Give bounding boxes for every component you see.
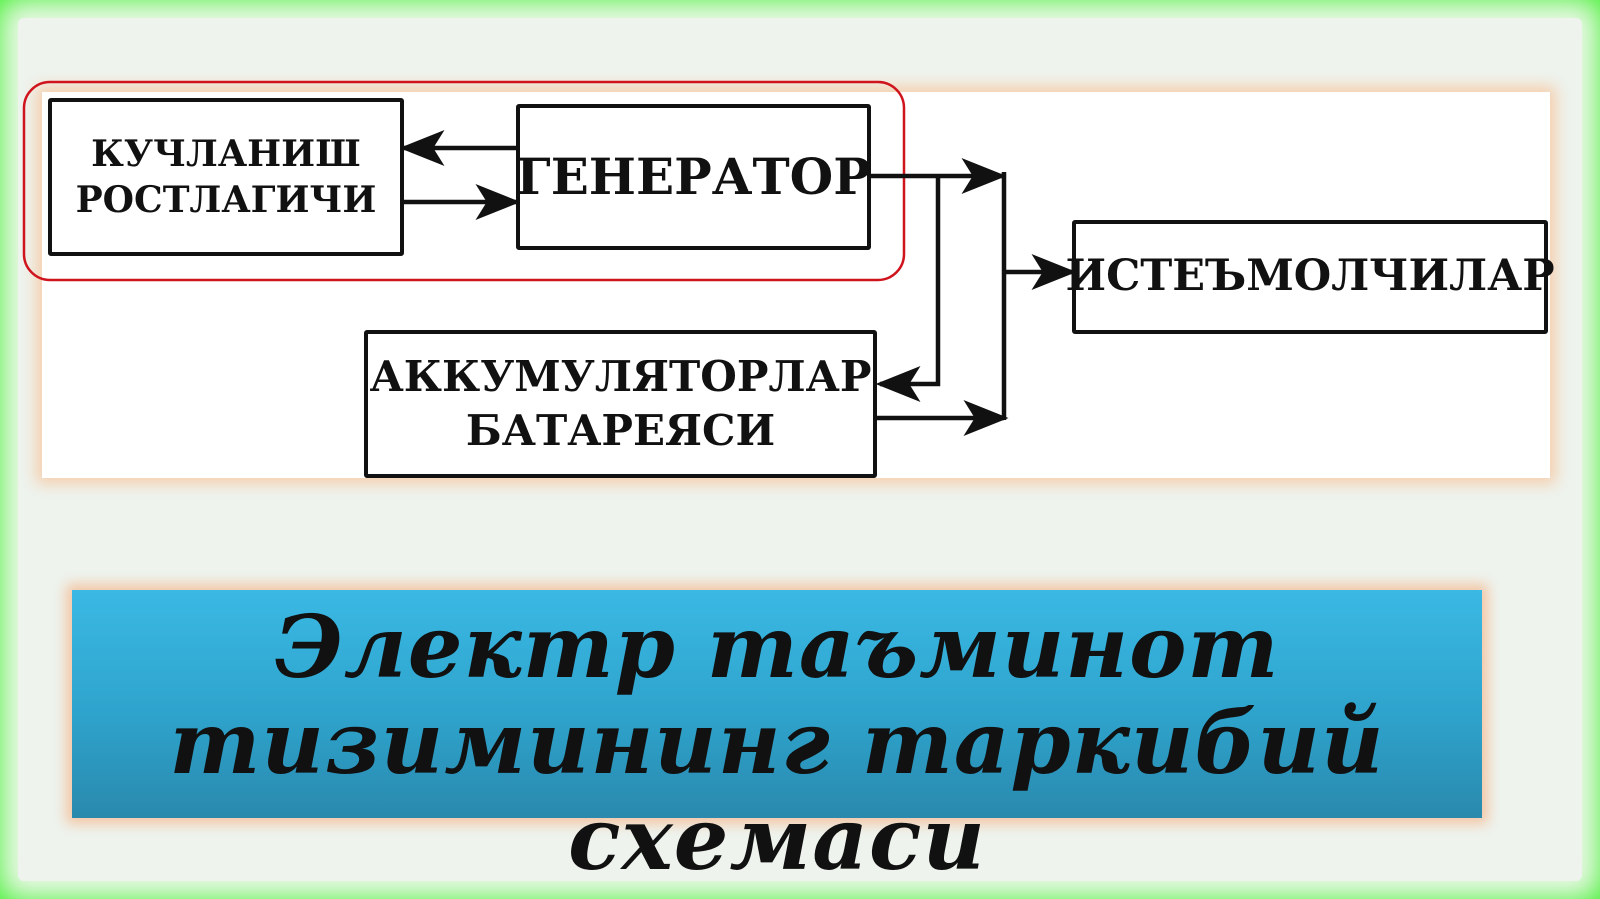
voltage-regulator-label-line2: РОСТЛАГИЧИ (75, 179, 377, 221)
slide-title-line1: Электр таъминот (274, 597, 1280, 698)
slide-title-line3: схемаси (568, 789, 986, 890)
voltage-regulator-box: КУЧЛАНИШ РОСТЛАГИЧИ (48, 98, 404, 256)
consumers-box: ИСТЕЪМОЛЧИЛАР (1065, 220, 1555, 334)
consumers-label: ИСТЕЪМОЛЧИЛАР (1065, 251, 1555, 302)
battery-label-line1: АККУМУЛЯТОРЛАР (369, 352, 872, 402)
battery-label-line2: БАТАРЕЯСИ (465, 406, 776, 455)
line-generator-to-battery (875, 176, 941, 402)
highlight-outline (22, 80, 906, 282)
generator-box: ГЕНЕРАТОР (516, 104, 871, 250)
title-banner (72, 590, 1482, 818)
slide-title: Электр таъминот тизимининг таркибий схем… (72, 600, 1482, 888)
battery-box: АККУМУЛЯТОРЛАР БАТАРЕЯСИ (364, 330, 877, 478)
slide-title-line2: тизимининг таркибий (169, 693, 1385, 794)
generator-label: ГЕНЕРАТОР (516, 147, 871, 206)
voltage-regulator-label-line1: КУЧЛАНИШ (91, 132, 361, 175)
